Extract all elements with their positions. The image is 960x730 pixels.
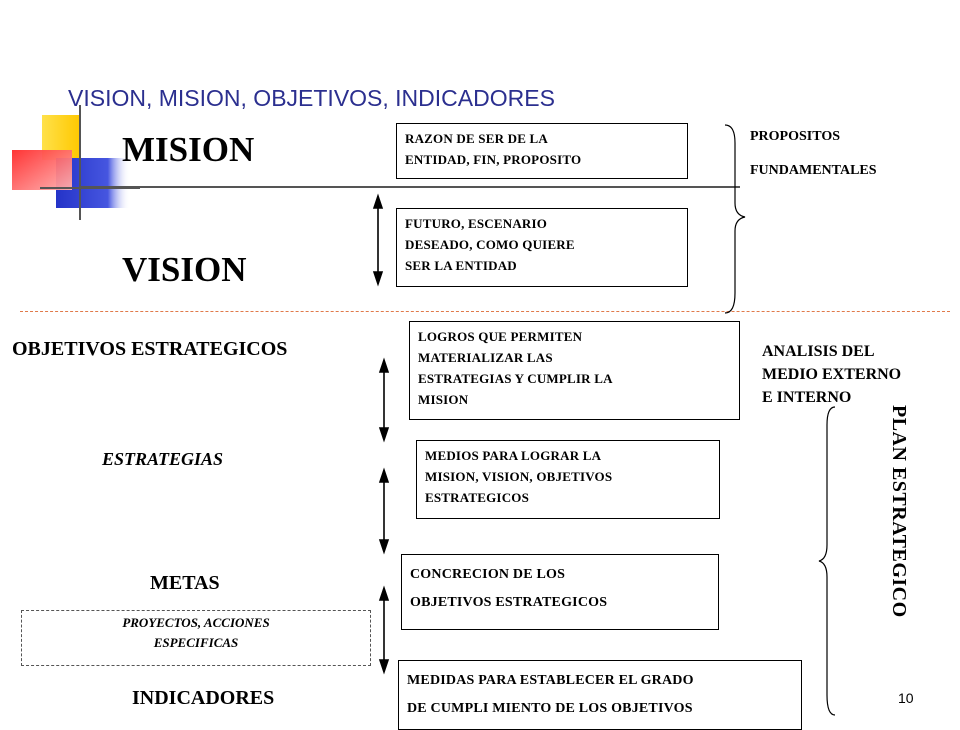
plan-estrategico-label: PLAN ESTRATEGICO	[888, 405, 910, 618]
title-underline	[80, 186, 740, 188]
propositos-text: PROPOSITOS FUNDAMENTALES	[750, 120, 877, 188]
arrow-vision-icon	[372, 193, 384, 287]
estrategias-label: ESTRATEGIAS	[102, 449, 224, 469]
proyectos-line: ESPECIFICAS	[153, 635, 239, 650]
arrow-estrategias-icon	[378, 467, 390, 555]
analisis-line: MEDIO EXTERNO	[762, 366, 902, 383]
proyectos-line: PROYECTOS, ACCIONES	[122, 615, 270, 630]
estrategias-box-line: MISION, VISION, OBJETIVOS	[425, 469, 613, 484]
estrategias-box-line: MEDIOS PARA LOGRAR LA	[425, 448, 602, 463]
propositos-line: FUNDAMENTALES	[750, 163, 877, 178]
objetivos-box-line: ESTRATEGIAS Y CUMPLIR LA	[418, 371, 613, 386]
objetivos-label: OBJETIVOS ESTRATEGICOS	[12, 338, 288, 360]
analisis-text: ANALISIS DEL MEDIO EXTERNO E INTERNO	[762, 340, 901, 409]
vision-box: FUTURO, ESCENARIO DESEADO, COMO QUIERE S…	[396, 208, 688, 287]
vision-label: VISION	[122, 250, 247, 289]
braces	[724, 124, 835, 716]
page-number: 10	[898, 690, 914, 706]
objetivos-box: LOGROS QUE PERMITEN MATERIALIZAR LAS EST…	[409, 321, 740, 420]
proyectos-box: PROYECTOS, ACCIONES ESPECIFICAS	[21, 610, 371, 666]
double-arrows	[372, 193, 390, 675]
vision-box-line: FUTURO, ESCENARIO	[405, 216, 548, 231]
decorative-squares	[12, 105, 140, 220]
section-divider	[20, 311, 950, 312]
objetivos-box-line: MISION	[418, 392, 469, 407]
metas-box: CONCRECION DE LOS OBJETIVOS ESTRATEGICOS	[401, 554, 719, 630]
vision-box-line: DESEADO, COMO QUIERE	[405, 237, 575, 252]
indicadores-box-line: MEDIDAS PARA ESTABLECER EL GRADO	[407, 673, 694, 688]
red-square	[12, 150, 72, 190]
analisis-line: ANALISIS DEL	[762, 343, 875, 360]
mision-box: RAZON DE SER DE LA ENTIDAD, FIN, PROPOSI…	[396, 123, 688, 179]
mision-box-line: RAZON DE SER DE LA	[405, 131, 549, 146]
indicadores-box: MEDIDAS PARA ESTABLECER EL GRADO DE CUMP…	[398, 660, 802, 730]
brace-plan-estrategico-icon	[818, 406, 835, 716]
page-title: VISION, MISION, OBJETIVOS, INDICADORES	[68, 85, 555, 111]
brace-propositos-icon	[724, 124, 746, 314]
metas-box-line: OBJETIVOS ESTRATEGICOS	[410, 595, 608, 610]
indicadores-label: INDICADORES	[132, 687, 275, 709]
objetivos-box-line: MATERIALIZAR LAS	[418, 350, 553, 365]
analisis-line: E INTERNO	[762, 389, 852, 406]
propositos-line: PROPOSITOS	[750, 129, 840, 144]
mision-label: MISION	[122, 130, 255, 169]
objetivos-box-line: LOGROS QUE PERMITEN	[418, 329, 583, 344]
estrategias-box-line: ESTRATEGICOS	[425, 490, 530, 505]
arrow-metas-icon	[378, 585, 390, 675]
arrow-objetivos-icon	[378, 357, 390, 443]
mision-box-line: ENTIDAD, FIN, PROPOSITO	[405, 152, 582, 167]
vision-box-line: SER LA ENTIDAD	[405, 258, 517, 273]
metas-label: METAS	[150, 572, 220, 594]
metas-box-line: CONCRECION DE LOS	[410, 567, 566, 582]
estrategias-box: MEDIOS PARA LOGRAR LA MISION, VISION, OB…	[416, 440, 720, 519]
indicadores-box-line: DE CUMPLI MIENTO DE LOS OBJETIVOS	[407, 701, 693, 716]
